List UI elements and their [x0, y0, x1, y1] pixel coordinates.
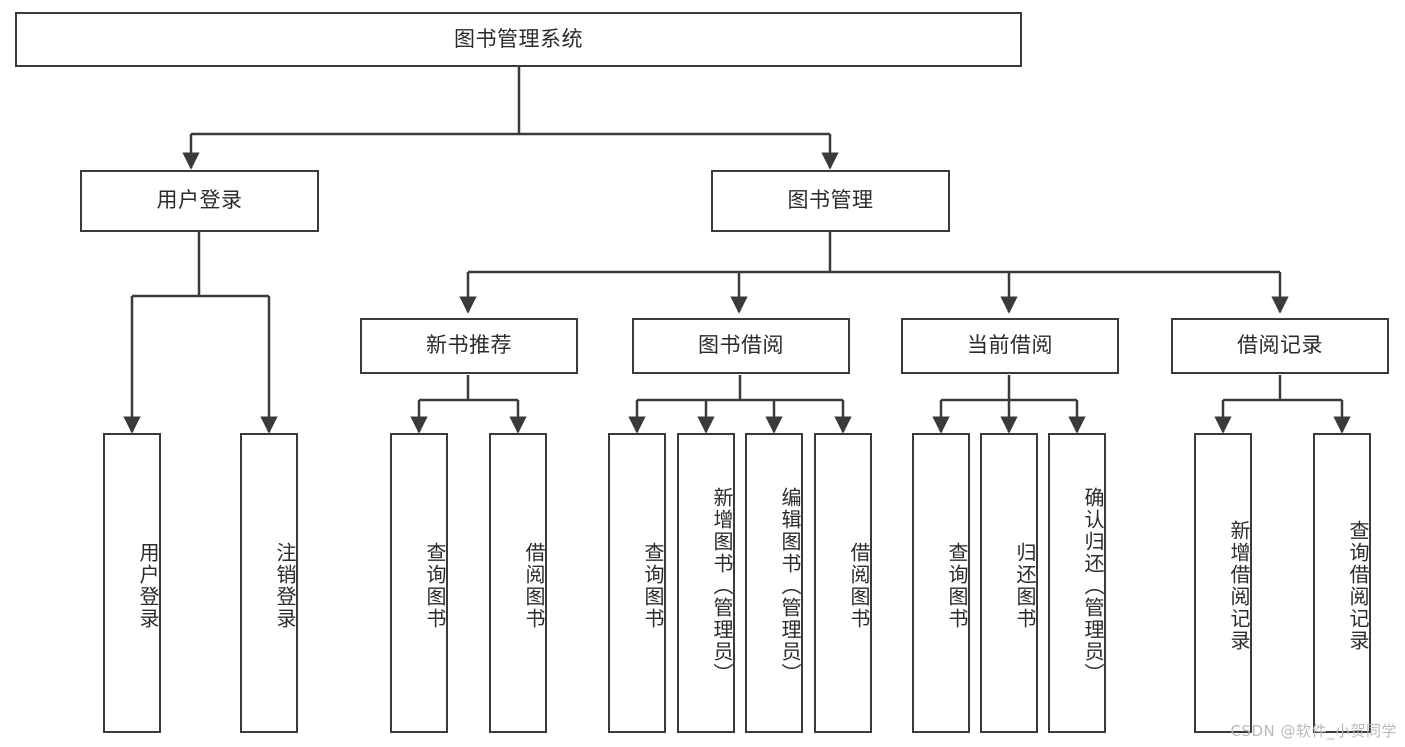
watermark: CSDN @软件_小贺同学	[1230, 722, 1397, 740]
leaf-book-borrow-2-label: 新增图书（管理员）	[710, 487, 734, 685]
leaf-book-borrow-1-label: 查询图书	[641, 542, 665, 630]
leaf-current-borrow-3-label: 确认归还（管理员）	[1081, 487, 1105, 685]
leaf-book-borrow-3[interactable]: 编辑图书（管理员）	[745, 433, 803, 733]
leaf-new-book-1-label: 查询图书	[423, 542, 447, 630]
leaf-user-login-1-label: 用户登录	[136, 542, 160, 630]
leaf-book-borrow-4-label: 借阅图书	[847, 542, 871, 630]
leaf-borrow-record-1[interactable]: 新增借阅记录	[1194, 433, 1252, 733]
leaf-book-borrow-3-label: 编辑图书（管理员）	[778, 487, 802, 685]
leaf-current-borrow-3[interactable]: 确认归还（管理员）	[1048, 433, 1106, 733]
node-new-book-recommend[interactable]: 新书推荐	[360, 318, 578, 374]
leaf-new-book-2[interactable]: 借阅图书	[489, 433, 547, 733]
leaf-current-borrow-2-label: 归还图书	[1013, 542, 1037, 630]
leaf-book-borrow-4[interactable]: 借阅图书	[814, 433, 872, 733]
node-borrow-record-label: 借阅记录	[1237, 333, 1323, 358]
node-user-login[interactable]: 用户登录	[80, 170, 319, 232]
leaf-book-borrow-1[interactable]: 查询图书	[608, 433, 666, 733]
leaf-borrow-record-2[interactable]: 查询借阅记录	[1313, 433, 1371, 733]
leaf-new-book-2-label: 借阅图书	[522, 542, 546, 630]
leaf-current-borrow-2[interactable]: 归还图书	[980, 433, 1038, 733]
node-borrow-record[interactable]: 借阅记录	[1171, 318, 1389, 374]
node-book-management[interactable]: 图书管理	[711, 170, 950, 232]
node-book-borrow[interactable]: 图书借阅	[632, 318, 850, 374]
node-current-borrow-label: 当前借阅	[967, 333, 1053, 358]
node-current-borrow[interactable]: 当前借阅	[901, 318, 1119, 374]
node-root-label: 图书管理系统	[454, 26, 583, 51]
leaf-borrow-record-2-label: 查询借阅记录	[1346, 520, 1370, 652]
leaf-current-borrow-1[interactable]: 查询图书	[912, 433, 970, 733]
node-root[interactable]: 图书管理系统	[15, 12, 1022, 67]
leaf-borrow-record-1-label: 新增借阅记录	[1227, 520, 1251, 652]
node-book-management-label: 图书管理	[787, 188, 874, 213]
leaf-user-login-1[interactable]: 用户登录	[103, 433, 161, 733]
leaf-current-borrow-1-label: 查询图书	[945, 542, 969, 630]
node-book-borrow-label: 图书借阅	[698, 333, 784, 358]
node-new-book-recommend-label: 新书推荐	[426, 333, 512, 358]
leaf-user-login-2-label: 注销登录	[273, 542, 297, 630]
leaf-book-borrow-2[interactable]: 新增图书（管理员）	[677, 433, 735, 733]
node-user-login-label: 用户登录	[156, 188, 243, 213]
leaf-user-login-2[interactable]: 注销登录	[240, 433, 298, 733]
leaf-new-book-1[interactable]: 查询图书	[390, 433, 448, 733]
